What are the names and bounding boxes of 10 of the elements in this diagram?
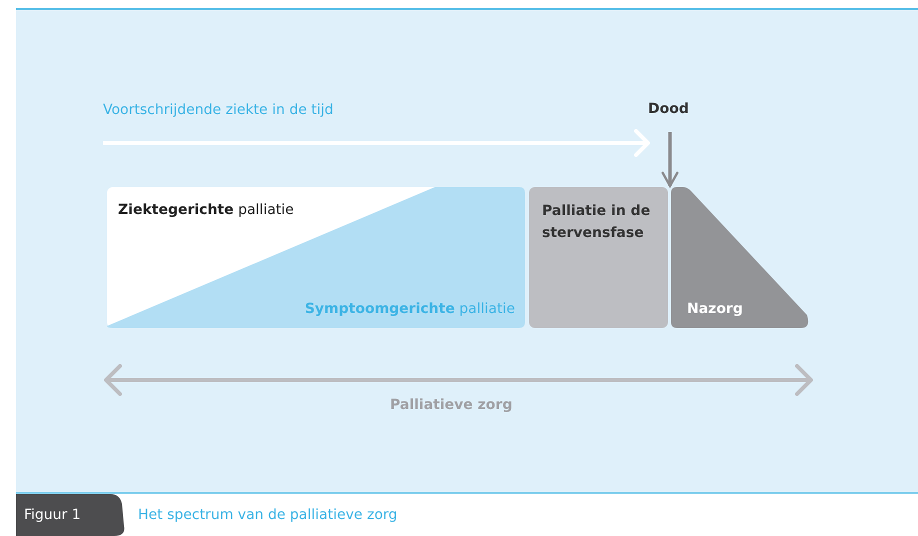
figure-number: Figuur 1 <box>24 506 81 525</box>
node-label: Symptoomgerichte palliatie <box>304 300 515 319</box>
node-label: Palliatie in de stervensfase <box>542 202 652 243</box>
node-label: Nazorg <box>687 300 743 319</box>
figure-caption: Het spectrum van de palliatieve zorg <box>138 506 398 525</box>
span-label: Palliatieve zorg <box>390 396 512 415</box>
timeline-label: Voortschrijdende ziekte in de tijd <box>103 101 334 120</box>
arrow <box>662 132 678 188</box>
death-label: Dood <box>648 100 689 119</box>
node-label: Ziektegerichte palliatie <box>118 201 294 220</box>
